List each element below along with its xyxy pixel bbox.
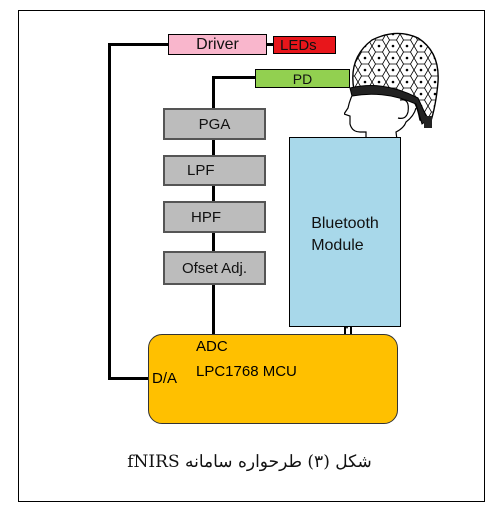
offset-adj-block: Ofset Adj.: [163, 251, 266, 285]
hpf-label: HPF: [191, 208, 221, 226]
offset-adc-wire: [212, 284, 215, 336]
pga-label: PGA: [198, 115, 231, 133]
pga-lpf-wire: [212, 140, 215, 156]
driver-leds-wire: [266, 43, 274, 46]
leds-label: LEDs: [280, 36, 317, 54]
feedback-wire-vertical: [108, 43, 111, 380]
lpf-hpf-wire: [212, 186, 215, 202]
mcu-block: [148, 334, 398, 424]
lpf-label: LPF: [187, 162, 215, 179]
feedback-wire-top: [108, 43, 168, 46]
bluetooth-module-block: Bluetooth Module: [289, 137, 401, 327]
hpf-block: HPF: [163, 201, 266, 233]
pd-block: PD: [255, 69, 350, 88]
lpf-block: LPF: [163, 155, 266, 186]
bt-mcu-wire-b: [350, 325, 352, 336]
pd-label: PD: [292, 70, 313, 87]
pd-wire-horizontal: [212, 76, 256, 79]
mcu-adc-label: ADC: [196, 338, 228, 355]
hpf-offset-wire: [212, 232, 215, 252]
bluetooth-label: Bluetooth Module: [311, 215, 379, 254]
offset-adj-label: Ofset Adj.: [181, 259, 248, 277]
mcu-da-label: D/A: [152, 370, 178, 387]
head-cap-icon: [344, 32, 439, 152]
mcu-name-label: LPC1768 MCU: [196, 363, 297, 380]
feedback-wire-bottom: [108, 377, 150, 380]
driver-label: Driver: [196, 35, 239, 53]
pga-block: PGA: [163, 108, 266, 140]
pd-wire-vertical: [212, 76, 215, 108]
driver-block: Driver: [168, 34, 267, 55]
leds-block: LEDs: [273, 36, 336, 54]
figure-caption: شکل (۳) طرحواره سامانه fNIRS: [127, 452, 372, 472]
bt-mcu-wire-a: [344, 325, 346, 336]
figure-frame: [18, 10, 485, 502]
